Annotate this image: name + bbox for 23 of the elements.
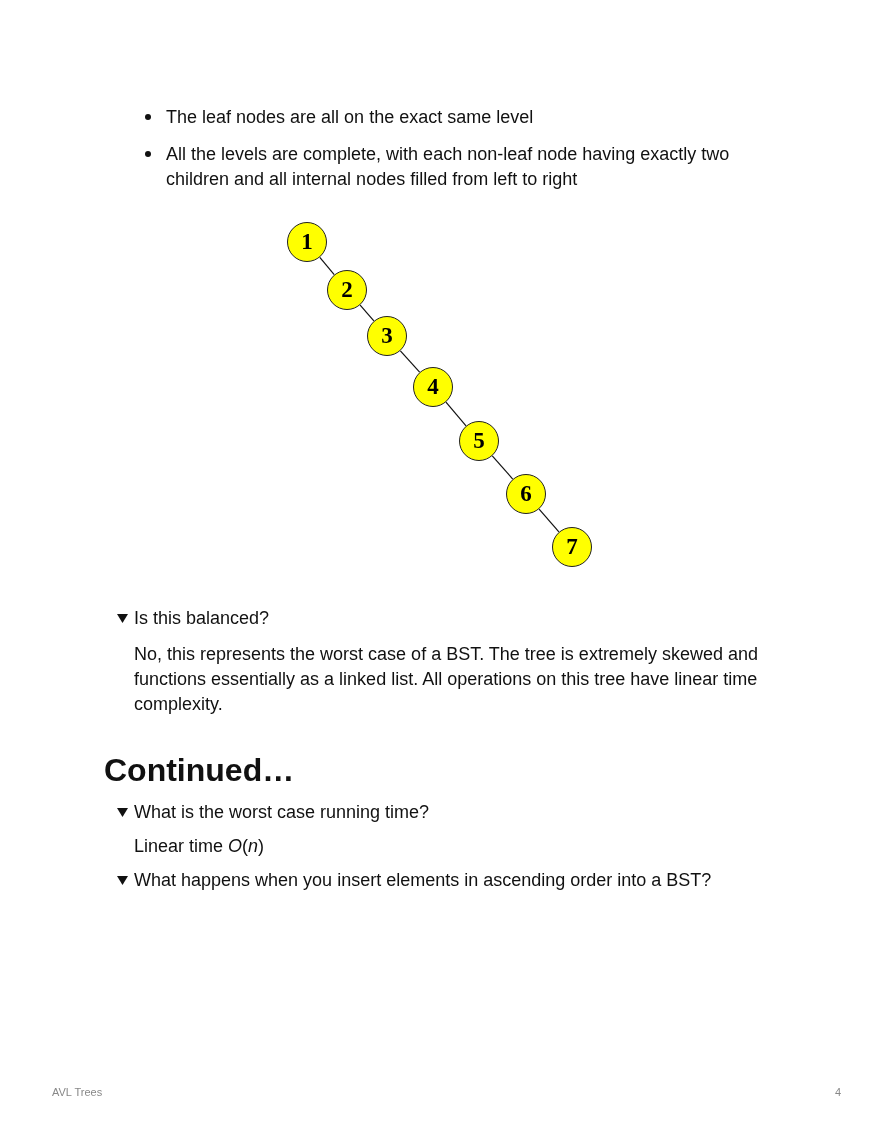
connector-line xyxy=(538,508,560,533)
tree-node: 7 xyxy=(552,527,592,567)
answer-text: Linear time O(n) xyxy=(134,834,265,858)
connector-line xyxy=(399,350,421,373)
connector-line xyxy=(491,455,514,480)
tree-node: 2 xyxy=(327,270,367,310)
connector-line xyxy=(445,401,467,427)
tree-node: 3 xyxy=(367,316,407,356)
connector-line xyxy=(359,304,375,322)
toggle-question: What happens when you insert elements in ascending order into a BST? xyxy=(134,868,712,892)
connector-line xyxy=(319,256,335,276)
tree-node: 1 xyxy=(287,222,327,262)
section-heading: Continued… xyxy=(104,751,295,790)
tree-node: 6 xyxy=(506,474,546,514)
list-item-text: All the levels are complete, with each non-leaf node having exactly two children and all internal nodes filled from left to right xyxy=(166,142,731,191)
toggle-question: What is the worst case running time? xyxy=(134,800,430,824)
tree-node: 5 xyxy=(459,421,499,461)
tree-node: 4 xyxy=(413,367,453,407)
page-number: 4 xyxy=(834,1085,841,1099)
footer-title: AVL Trees xyxy=(52,1085,103,1099)
toggle-question: Is this balanced? xyxy=(134,606,270,630)
list-item-text: The leaf nodes are all on the exact same level xyxy=(166,105,534,129)
answer-text: No, this represents the worst case of a BST. The tree is extremely skewed and functions essentially as a linked list. All operations on this tree have linear time complexity. xyxy=(134,642,759,716)
